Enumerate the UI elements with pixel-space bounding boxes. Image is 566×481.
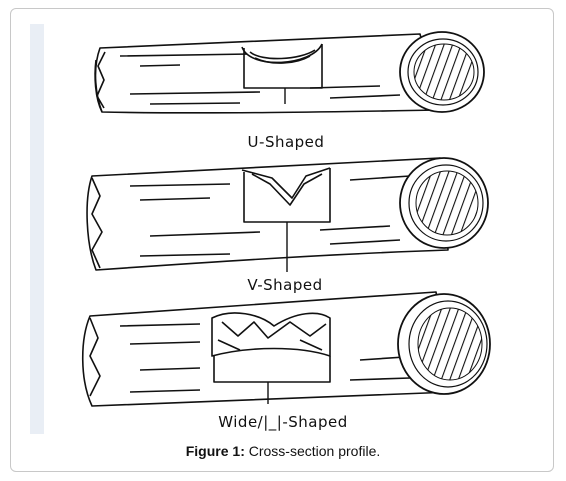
caption-text: Cross-section profile.: [244, 443, 381, 459]
label-v-shaped: V-Shaped: [247, 276, 322, 294]
log-v-end-section: [399, 157, 489, 249]
figure-caption: Figure 1: Cross-section profile.: [0, 443, 566, 459]
caption-label: Figure 1:: [185, 443, 245, 459]
log-wide-end-section: [397, 293, 491, 395]
log-wide-shaped: [81, 291, 453, 407]
label-u-shaped: U-Shaped: [248, 133, 325, 151]
side-strip: [30, 24, 44, 434]
label-wide-shaped: Wide/|_|-Shaped: [218, 413, 348, 432]
log-u-shaped: [94, 33, 441, 114]
log-v-shaped: [86, 157, 449, 271]
log-u-end-section: [399, 31, 485, 113]
